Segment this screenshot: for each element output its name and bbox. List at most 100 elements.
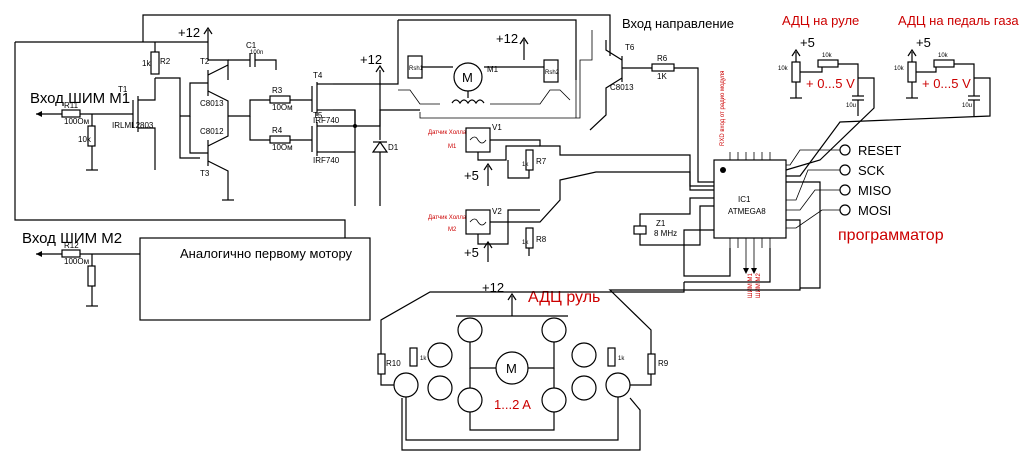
t3-e	[207, 160, 229, 200]
rxd-label: RXD вход от радио модуля	[720, 71, 726, 146]
wire-t2-base	[180, 82, 208, 117]
current-label: 1...2 A	[494, 397, 531, 412]
resistor-r9	[647, 353, 656, 375]
wire-mcu-loop-b	[684, 248, 771, 283]
rsh2-label: Rsh2	[545, 70, 560, 76]
r2-label: R2	[160, 57, 171, 66]
resistor-r11	[61, 109, 81, 118]
t2-type: C8013	[200, 99, 224, 108]
t6-c	[605, 40, 623, 61]
resistor-rsh2	[543, 59, 559, 83]
r11-label: R11	[64, 101, 79, 110]
t6-label: T6	[625, 43, 635, 52]
prog-pin-reset: RESET	[858, 143, 901, 158]
r6-value: 1K	[657, 72, 667, 81]
r4-label: R4	[272, 126, 283, 135]
relay-contact-2	[490, 89, 571, 105]
resistor-pot1-series	[817, 59, 839, 68]
diode-d1	[371, 140, 389, 153]
r7-label: R7	[536, 157, 547, 166]
arrow-pwm2	[36, 251, 42, 257]
r3-value: 10Ом	[272, 103, 293, 112]
wire-12d-arrow	[507, 292, 517, 301]
arrow-5d	[907, 48, 917, 57]
node-1	[353, 124, 357, 128]
wire-r6-mcu	[674, 67, 714, 183]
mcu-bottom-pins	[729, 238, 771, 270]
wire-v1-out	[477, 145, 540, 161]
adc-wheel-label: АДЦ на руле	[782, 13, 859, 28]
wire-totem-r3	[228, 99, 270, 117]
t5-label: T5	[313, 111, 323, 120]
r6-label: R6	[657, 54, 668, 63]
t3-c	[207, 116, 229, 147]
wire-t4-up	[333, 66, 399, 85]
resistor-pulldown-2	[87, 265, 96, 287]
power-12-d: +12	[482, 280, 504, 295]
wire-v2-mcu	[490, 171, 714, 223]
resistor-pot2-series	[933, 59, 955, 68]
r2-value: 1k	[142, 59, 151, 68]
arrow-5a	[483, 162, 493, 171]
rsh1-label: Rsh1	[409, 66, 424, 72]
motor-bridge-symbol: M	[506, 361, 517, 376]
ic1-type: ATMEGA8	[728, 207, 766, 216]
pot-gas-value: 10k	[894, 66, 905, 72]
wire-t1-bases	[155, 77, 200, 159]
z1-label: Z1	[656, 219, 666, 228]
t2-c	[207, 64, 229, 76]
inductor-coil	[451, 99, 485, 105]
t2-label: T2	[200, 57, 210, 66]
c1-label: C1	[246, 41, 257, 50]
wire-bridge-r	[528, 342, 555, 369]
arrow-pwm1	[36, 111, 42, 117]
arrow-12b	[375, 64, 385, 73]
wire-xtal-1	[639, 197, 714, 226]
pwm-out2-label: ШИМ М2	[756, 273, 762, 298]
v2-label: V2	[492, 207, 502, 216]
hall1-num: M1	[448, 144, 457, 150]
t1-type: IRLML2803	[112, 121, 154, 130]
pwm-m1-label: Вход ШИМ М1	[30, 90, 130, 107]
resistor-bridge-r	[607, 347, 616, 367]
hall2-label: Датчик Холла	[428, 215, 467, 221]
v1-label: V1	[492, 123, 502, 132]
wire-c1-right	[255, 59, 277, 70]
wire-relay-bus	[419, 30, 593, 119]
arrow-5c	[791, 48, 801, 57]
r3-label: R3	[272, 86, 283, 95]
t6-e	[589, 77, 623, 131]
power-5-d: +5	[916, 35, 931, 50]
r12-value: 100Ом	[64, 257, 89, 266]
wire-r9-t	[630, 374, 652, 386]
wire-r10-t	[380, 374, 394, 386]
resistor-r12	[61, 249, 81, 258]
motor-m1-symbol: M	[462, 70, 473, 85]
arrow-12a	[203, 26, 213, 35]
z1-value: 8 MHz	[654, 229, 677, 238]
wire-bridge-outer	[405, 397, 619, 441]
mcu-atmega8	[713, 159, 787, 239]
prog-pin-sck: SCK	[858, 163, 885, 178]
wire-t3-base	[189, 116, 208, 154]
r8-value: 1k	[522, 240, 529, 246]
r7-value: 1k	[522, 162, 529, 168]
t3-label: T3	[200, 169, 210, 178]
v-range-1: + 0...5 V	[806, 76, 855, 91]
pot-wheel	[791, 61, 801, 83]
hall2-num: M2	[448, 227, 457, 233]
wire-totem-r4	[249, 116, 270, 141]
hall1-label: Датчик Холла	[428, 130, 467, 136]
pwm-m2-label: Вход ШИМ М2	[22, 230, 122, 247]
r10k-2-value: 10k	[938, 53, 949, 59]
wire-prog-mosi	[786, 209, 840, 229]
d1-label: D1	[388, 143, 399, 152]
crystal-z1	[633, 225, 647, 235]
t5-type: IRF740	[313, 156, 340, 165]
motor2-block	[139, 237, 371, 321]
adc-wheel-bridge-label: АДЦ руль	[528, 289, 600, 306]
wire-r7-v	[507, 160, 530, 179]
r9-label: R9	[658, 359, 669, 368]
t3-type: C8012	[200, 127, 224, 136]
r8-label: R8	[536, 235, 547, 244]
